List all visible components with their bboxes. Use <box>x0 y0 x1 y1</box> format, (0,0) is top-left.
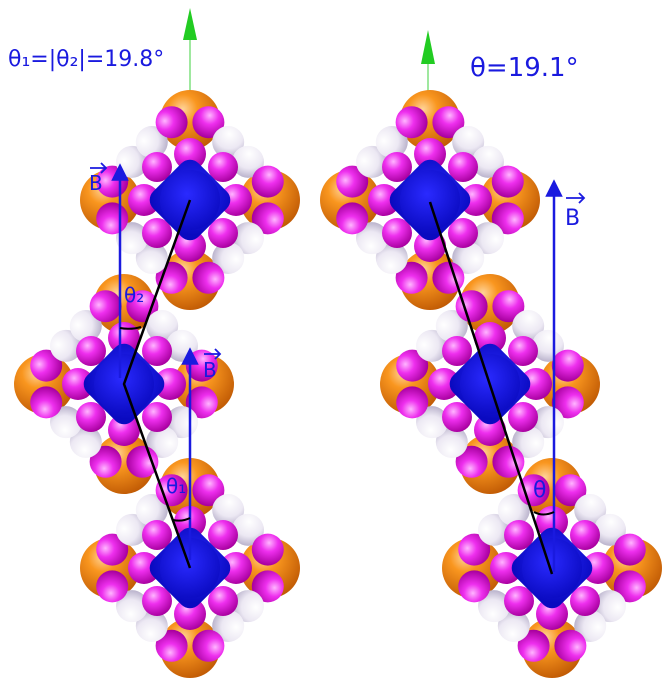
right-chain-line <box>428 201 554 575</box>
left-chain-line <box>122 199 192 569</box>
right-cluster-top <box>318 88 542 312</box>
theta1-arc <box>172 517 191 522</box>
theta2-arc <box>119 326 142 330</box>
theta2-label: θ₂ <box>124 283 144 307</box>
right-field-label: B <box>565 206 580 231</box>
vector-arrow-icon <box>204 348 222 360</box>
vector-arrow-icon <box>566 192 586 204</box>
right-axis-arrow-icon <box>421 30 435 100</box>
left-angle-title: θ₁=|θ₂|=19.8° <box>8 47 164 72</box>
theta1-label: θ₁ <box>166 474 186 498</box>
left-panel: B B θ₂ θ₁ θ₁=|θ₂|=19.8° <box>8 8 302 680</box>
left-axis-arrow-icon <box>183 8 197 100</box>
theta-arc <box>533 511 555 516</box>
left-field-label-lower: B <box>203 358 217 382</box>
theta-label: θ <box>533 478 546 503</box>
vector-arrow-icon <box>90 162 108 174</box>
right-panel: B θ θ=19.1° <box>318 30 664 680</box>
left-field-label-upper: B <box>89 171 103 195</box>
right-angle-title: θ=19.1° <box>470 53 579 83</box>
right-cluster-bottom <box>440 456 664 680</box>
